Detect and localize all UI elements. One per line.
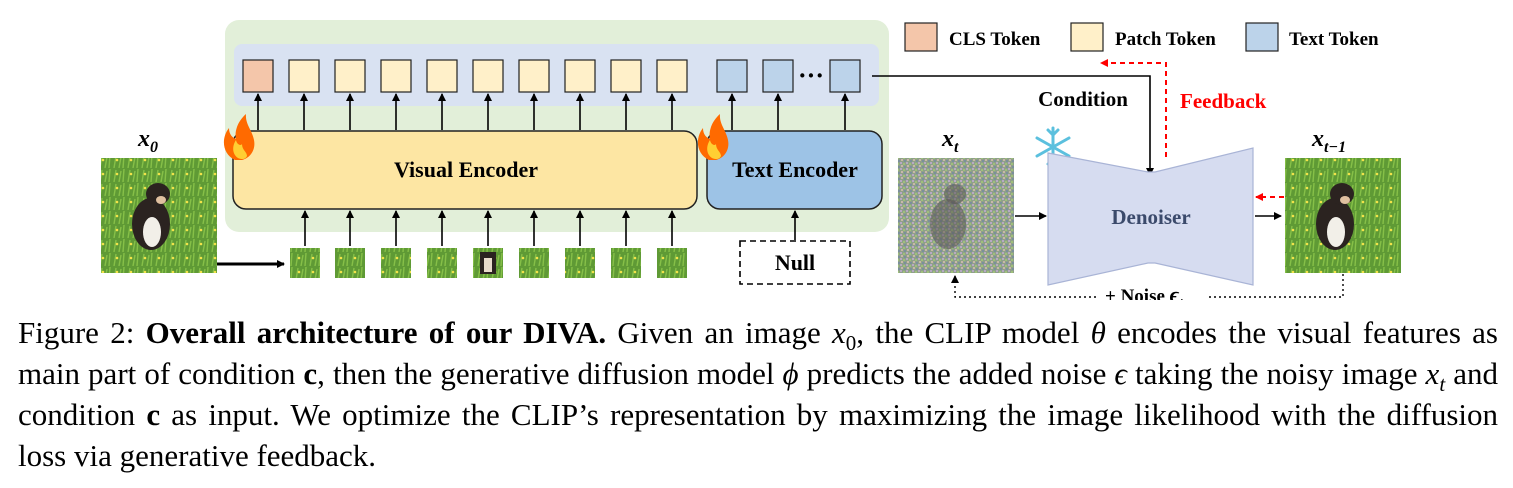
image-patch [335, 248, 365, 278]
xt-label: xt [941, 126, 959, 156]
image-patch [565, 248, 595, 278]
text-encoder-block [706, 130, 883, 210]
token-arrows [254, 93, 849, 130]
patch-arrows [301, 210, 676, 246]
svg-text:xt−1: xt−1 [1311, 126, 1346, 156]
legend-patch-swatch [1070, 22, 1104, 52]
caption-text: , the CLIP model [856, 315, 1091, 350]
token-ellipsis: ··· [798, 61, 824, 90]
visual-encoder-label: Visual Encoder [394, 157, 538, 182]
xt-1-label: xt−1 [1311, 126, 1346, 156]
caption-text: predicts the added noise [798, 356, 1115, 391]
caption-math: ϕ [782, 356, 799, 391]
feedback-label: Feedback [1180, 89, 1267, 113]
caption-math: x [832, 315, 846, 350]
caption-text: , then the generative diffusion model [317, 356, 783, 391]
legend-cls-swatch [904, 22, 938, 52]
legend-text-label: Text Token [1289, 29, 1379, 50]
caption-text: encodes the visual features as main part… [18, 315, 1498, 391]
visual-encoder-block [232, 130, 698, 210]
output-tokens [242, 59, 861, 93]
x0-label: x0 [137, 126, 158, 156]
text-token [829, 59, 861, 93]
feedback-arrow [1100, 59, 1167, 157]
image-patch [611, 248, 641, 278]
legend-cls-label: CLS Token [949, 29, 1041, 50]
image-patch [290, 248, 320, 278]
patch-token [334, 59, 366, 93]
patch-token [288, 59, 320, 93]
output-image-xt-1 [1285, 158, 1401, 273]
legend: CLS Token Patch Token Text Token [904, 22, 1379, 52]
condition-arrow [872, 75, 1154, 176]
patch-token [426, 59, 458, 93]
image-patch [519, 248, 549, 278]
condition-label: Condition [1038, 87, 1128, 111]
caption-math: x [1425, 356, 1440, 391]
cls-token [242, 59, 274, 93]
caption-math-sub: 0 [845, 331, 857, 356]
patch-token [472, 59, 504, 93]
caption-title: Overall architecture of our DIVA. [145, 315, 607, 350]
null-input-box [739, 240, 851, 285]
text-token [716, 59, 748, 93]
image-patch [381, 248, 411, 278]
image-patch [427, 248, 457, 278]
image-patches [290, 248, 687, 278]
image-patch [657, 248, 687, 278]
svg-text:x0: x0 [137, 126, 158, 156]
caption-text: and condition [18, 356, 1498, 432]
legend-text-swatch [1245, 22, 1279, 52]
figure-caption: Figure 2: Overall architecture of our DI… [18, 312, 1498, 476]
architecture-diagram: ··· Visual Encoder Text Encoder x [101, 20, 1401, 300]
patch-token [564, 59, 596, 93]
denoiser-block [1047, 147, 1254, 286]
patch-token [380, 59, 412, 93]
input-image-x0 [101, 158, 217, 273]
fire-icon [697, 114, 729, 160]
caption-math: ϵ [1114, 356, 1127, 391]
text-token [762, 59, 794, 93]
denoiser-label: Denoiser [1111, 205, 1190, 229]
svg-text:+ Noise ϵt: + Noise ϵt [1105, 282, 1184, 300]
patch-token [518, 59, 550, 93]
noisy-image-xt [898, 158, 1014, 273]
patch-token [656, 59, 688, 93]
patch-token [610, 59, 642, 93]
noise-label: + Noise ϵt [1105, 282, 1184, 300]
text-encoder-label: Text Encoder [732, 157, 858, 182]
null-label: Null [775, 250, 815, 275]
fire-icon [223, 114, 255, 160]
noise-label-bg [1098, 284, 1208, 300]
svg-text:xt: xt [941, 126, 959, 156]
legend-patch-label: Patch Token [1115, 29, 1216, 50]
caption-math: c [146, 397, 161, 432]
caption-math: c [303, 356, 318, 391]
caption-math-sub: t [1439, 372, 1446, 397]
caption-text: taking the noisy image [1126, 356, 1426, 391]
caption-figure-label: Figure 2: [18, 315, 146, 350]
caption-text: Given an image [606, 315, 833, 350]
caption-math: θ [1090, 315, 1106, 350]
caption-text: as input. We optimize the CLIP’s represe… [18, 397, 1498, 473]
